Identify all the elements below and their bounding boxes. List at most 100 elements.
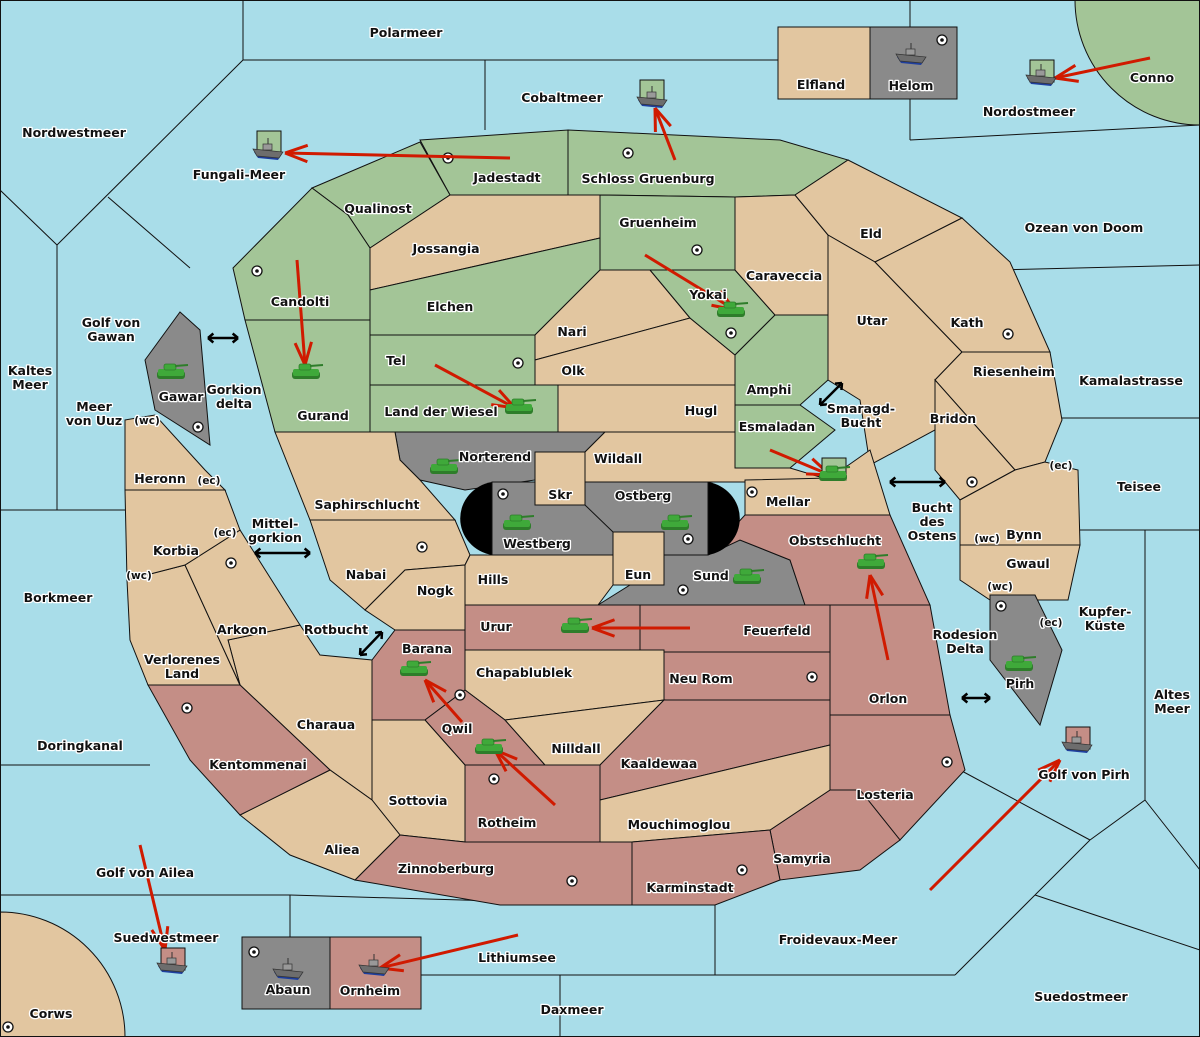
- label-line: Rodesion: [933, 627, 998, 642]
- supply-center-icon: [2, 1021, 14, 1033]
- tank-icon-urur[interactable]: [561, 617, 593, 633]
- tank-icon-norterend[interactable]: [430, 458, 462, 474]
- ship-icon-golfpirh[interactable]: [1061, 726, 1093, 753]
- label-teisee: Teisee: [1117, 479, 1161, 494]
- adjacency-double-arrow-icon: [254, 547, 311, 559]
- supply-center-icon: [512, 357, 524, 369]
- label-line: Qualinost: [344, 201, 411, 216]
- label-elchen: Elchen: [427, 299, 474, 314]
- label-line: Samyria: [773, 851, 831, 866]
- ship-icon-fungali[interactable]: [252, 130, 284, 160]
- label-line: Jossangia: [411, 241, 479, 256]
- label-line: Mellar: [766, 494, 811, 509]
- ship-icon-cobaltmeer[interactable]: [636, 79, 668, 108]
- ship-icon-ornheim[interactable]: [358, 954, 390, 976]
- label-saphir: Saphirschlucht: [315, 497, 420, 512]
- label-line: Tel: [386, 353, 406, 368]
- label-riesenheim: Riesenheim: [973, 364, 1055, 379]
- label-line: Westberg: [503, 536, 571, 551]
- label-gawar: Gawar: [159, 389, 205, 404]
- label-line: Yokai: [688, 287, 727, 302]
- label-corws: Corws: [30, 1006, 73, 1021]
- label-nordostmeer: Nordostmeer: [983, 104, 1076, 119]
- label-line: Ornheim: [340, 983, 400, 998]
- province-eun[interactable]: [612, 531, 665, 586]
- label-kentommenai: Kentommenai: [209, 757, 307, 772]
- label-sottovia: Sottovia: [389, 793, 448, 808]
- label-westberg: Westberg: [503, 536, 571, 551]
- label-line: Altes: [1154, 687, 1190, 702]
- label-heronn: Heronn: [134, 471, 186, 486]
- province-kath[interactable]: [874, 217, 1051, 353]
- supply-center-icon: [192, 421, 204, 433]
- order-arrow: [928, 758, 1062, 892]
- label-urur: Urur: [480, 619, 512, 634]
- supply-center-icon: [1002, 328, 1014, 340]
- province-mellar[interactable]: [744, 449, 891, 516]
- tank-icon-yokai[interactable]: [717, 301, 749, 317]
- label-line: Rotbucht: [304, 622, 368, 637]
- tank-icon-westberg[interactable]: [503, 514, 535, 530]
- order-arrow: [1054, 56, 1151, 83]
- label-line: Bridon: [930, 411, 976, 426]
- label-wiesel: Land der Wiesel: [384, 404, 497, 419]
- province-skr[interactable]: [534, 451, 586, 506]
- label-line: Hills: [478, 572, 509, 587]
- label-skr: Skr: [548, 487, 572, 502]
- order-arrow: [423, 678, 464, 723]
- tank-icon-barana[interactable]: [400, 660, 432, 676]
- supply-center-icon: [736, 864, 748, 876]
- ship-icon-abaun[interactable]: [272, 958, 304, 980]
- province-conno[interactable]: [1074, 0, 1200, 126]
- tank-icon-gurand[interactable]: [292, 363, 324, 379]
- label-line: Zinnoberburg: [398, 861, 494, 876]
- units[interactable]: [156, 43, 1093, 980]
- tank-icon-smaragd[interactable]: [819, 457, 851, 481]
- label-line: Eld: [860, 226, 882, 241]
- province-gruenheim[interactable]: [599, 194, 736, 271]
- ship-icon-suedwest[interactable]: [156, 947, 188, 974]
- label-line: Golf von Pirh: [1038, 767, 1129, 782]
- adjacency-double-arrow-icon: [207, 332, 239, 344]
- province-nogk[interactable]: [364, 564, 466, 631]
- supply-center-icon: [225, 557, 237, 569]
- supply-center-icon: [497, 488, 509, 500]
- tank-icon-qwil[interactable]: [475, 738, 507, 754]
- province-gwaul[interactable]: [959, 544, 1081, 601]
- label-line: Kaaldewaa: [621, 756, 698, 771]
- ship-icon-nordostmeer[interactable]: [1025, 59, 1057, 86]
- label-line: Land: [165, 666, 199, 681]
- ship-icon-helom[interactable]: [895, 43, 927, 65]
- tank-icon-wiesel[interactable]: [505, 398, 537, 414]
- tank-icon-pirh[interactable]: [1005, 655, 1037, 671]
- tank-icon-gawar[interactable]: [157, 363, 189, 379]
- label-golfpirh: Golf von Pirh: [1038, 767, 1129, 782]
- province-rotheim[interactable]: [464, 764, 601, 843]
- label-line: Cobaltmeer: [521, 90, 603, 105]
- province-karminstadt[interactable]: [631, 829, 781, 906]
- label-conno: Conno: [1130, 70, 1175, 85]
- province-pirh[interactable]: [989, 594, 1063, 727]
- supply-center-icon: [936, 34, 948, 46]
- label-golfailea: Golf von Ailea: [96, 865, 194, 880]
- supply-center-icon: [248, 946, 260, 958]
- supply-center-icon: [682, 533, 694, 545]
- adjacency-double-arrow-icon: [818, 381, 844, 407]
- label-eld: Eld: [860, 226, 882, 241]
- label-smaragd: Smaragd-Bucht: [827, 401, 895, 430]
- province-heronn[interactable]: [124, 414, 227, 491]
- tank-icon-sund[interactable]: [733, 568, 765, 584]
- label-line: Ostens: [908, 528, 957, 543]
- label-polarmeer: Polarmeer: [370, 25, 444, 40]
- supply-center-icon: [806, 671, 818, 683]
- tank-icon-ostberg[interactable]: [661, 514, 693, 530]
- province-corws[interactable]: [0, 911, 126, 1037]
- tank-icon-obstschlucht[interactable]: [857, 553, 889, 569]
- label-line: Kentommenai: [209, 757, 307, 772]
- label-line: Esmaladan: [739, 419, 815, 434]
